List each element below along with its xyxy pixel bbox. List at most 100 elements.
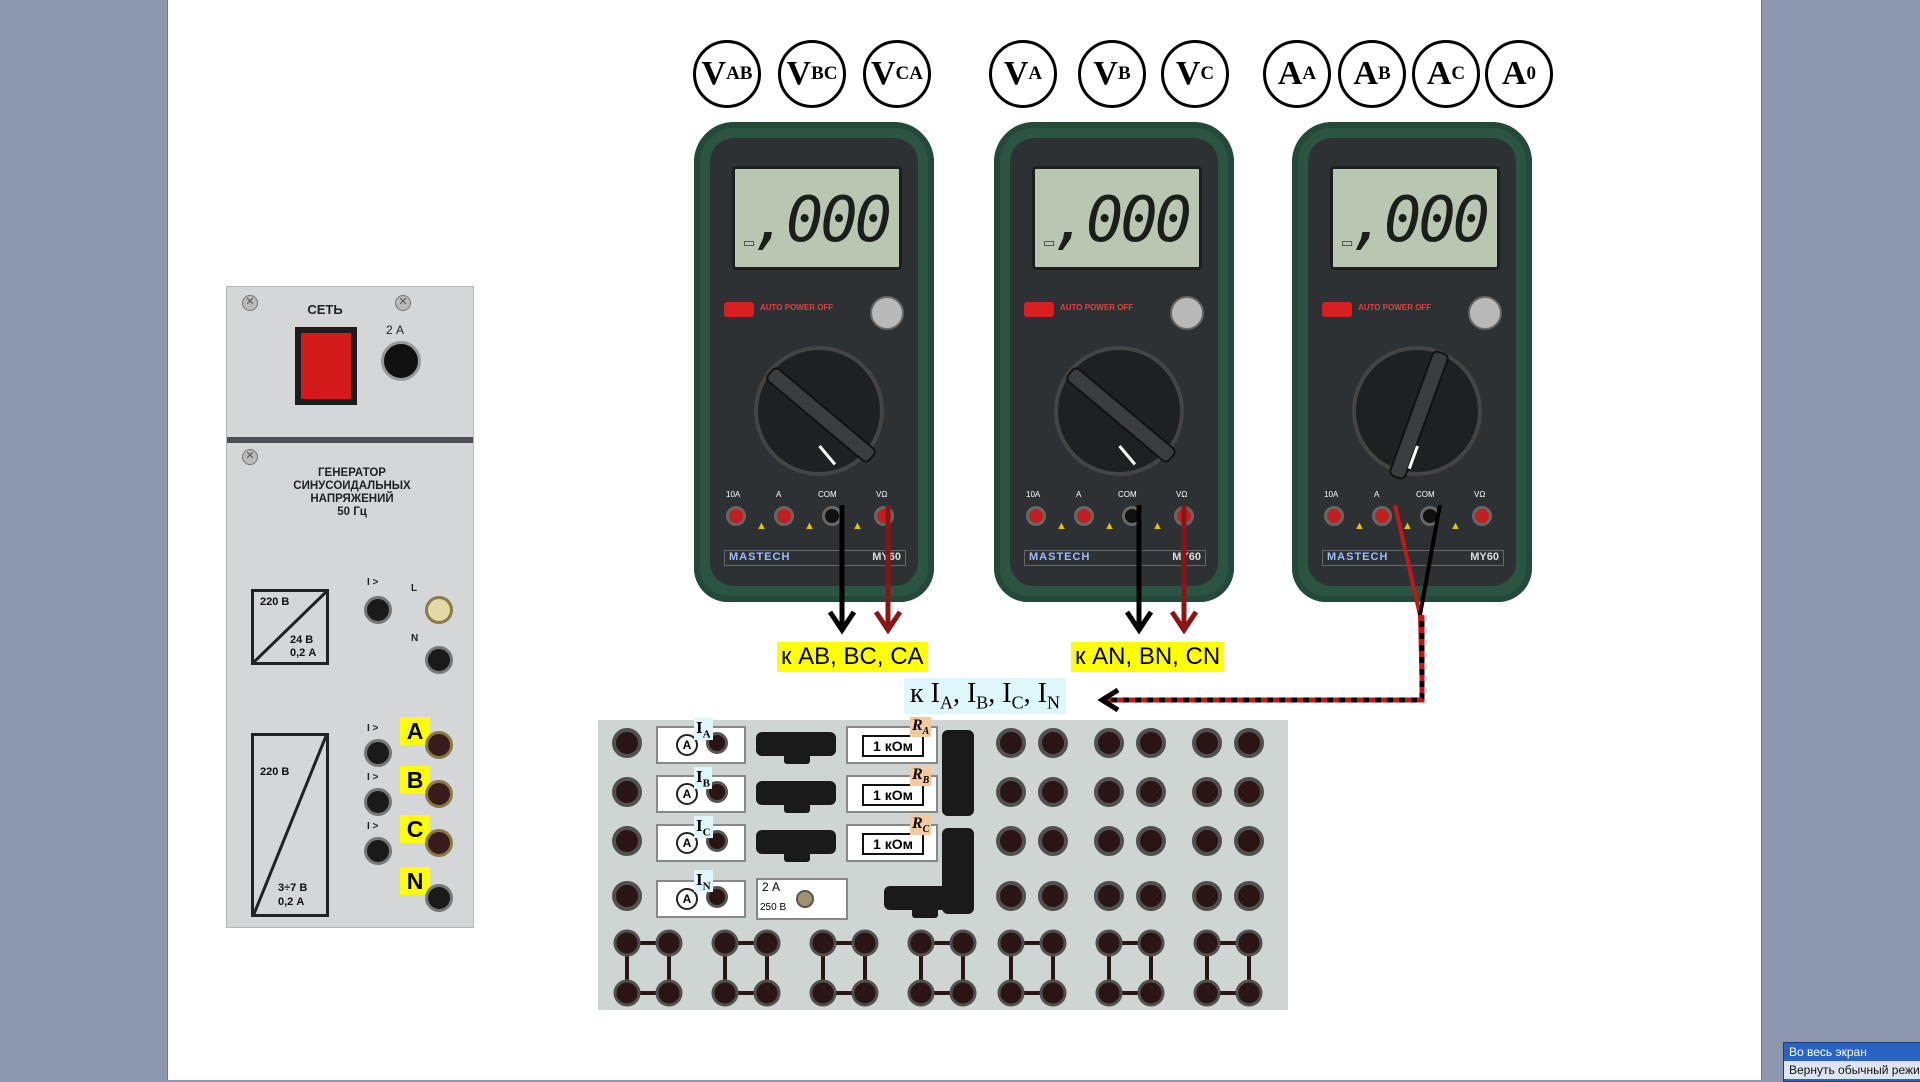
board-socket[interactable] [1192, 826, 1222, 856]
current-label-n: IN [694, 870, 713, 893]
board-socket[interactable] [612, 777, 642, 807]
board-socket[interactable] [1136, 881, 1166, 911]
generator-panel: ✕ ✕ СЕТЬ 2 А ✕ ГЕНЕРАТОР СИНУСОИДАЛЬНЫХ … [226, 286, 474, 928]
current-label-b: IB [694, 767, 712, 790]
power-button[interactable] [724, 302, 754, 317]
board-socket[interactable] [1192, 881, 1222, 911]
board-socket[interactable] [612, 881, 642, 911]
jack-com[interactable] [822, 506, 842, 526]
jack-vohm[interactable] [1174, 506, 1194, 526]
board-socket[interactable] [1192, 777, 1222, 807]
board-socket[interactable] [1094, 777, 1124, 807]
terminal-b[interactable] [425, 780, 453, 808]
board-socket[interactable] [1038, 881, 1068, 911]
jack-com[interactable] [1420, 506, 1440, 526]
board-socket[interactable] [1038, 728, 1068, 758]
fuse-holder[interactable] [381, 341, 421, 381]
lcd-display: ,000▭ [1330, 166, 1500, 270]
power-button[interactable] [1322, 302, 1352, 317]
board-socket[interactable] [1094, 881, 1124, 911]
power-button[interactable] [1024, 302, 1054, 317]
board-socket[interactable] [996, 777, 1026, 807]
star-jumper-top[interactable] [942, 730, 974, 816]
jack-a[interactable] [1372, 506, 1392, 526]
terminal-n-phase[interactable] [425, 884, 453, 912]
label-phase-voltage: к AN, BN, CN [1071, 642, 1225, 672]
view-mode-menu: Во весь экран Вернуть обычный режим [1783, 1042, 1920, 1082]
terminal-a[interactable] [425, 731, 453, 759]
multimeter-phase-voltage[interactable]: ,000▭ AUTO POWER OFF 10A A COM VΩ ▲ ▲ ▲ … [994, 122, 1234, 602]
board-socket[interactable] [996, 826, 1026, 856]
terminal-overload[interactable] [364, 596, 392, 624]
multimeter-line-voltage[interactable]: ,000▭ AUTO POWER OFF 10A A COM VΩ ▲ ▲ ▲ … [694, 122, 934, 602]
resistor-a[interactable]: 1 кОм [846, 726, 938, 764]
battery-icon: ▭ [1341, 235, 1354, 250]
board-socket[interactable] [1234, 777, 1264, 807]
hfe-socket[interactable] [870, 296, 904, 330]
hfe-socket[interactable] [1170, 296, 1204, 330]
terminal-c[interactable] [425, 829, 453, 857]
multimeter-current[interactable]: ,000▭ AUTO POWER OFF 10A A COM VΩ ▲ ▲ ▲ … [1292, 122, 1532, 602]
warning-icon: ▲ [1450, 520, 1461, 532]
board-socket[interactable] [1234, 728, 1264, 758]
restore-menu-item[interactable]: Вернуть обычный режим [1784, 1061, 1920, 1079]
jack-10a[interactable] [726, 506, 746, 526]
terminal-l[interactable] [425, 596, 453, 624]
terminal-overload-a[interactable] [364, 739, 392, 767]
resistor-label-c: RC [910, 815, 932, 836]
lcd-display: ,000▭ [1032, 166, 1202, 270]
board-socket[interactable] [1094, 728, 1124, 758]
jack-vohm[interactable] [1472, 506, 1492, 526]
range-selector-dial[interactable] [1054, 346, 1184, 476]
warning-icon: ▲ [1354, 520, 1365, 532]
star-jumper-bottom[interactable] [942, 828, 974, 914]
jack-10a[interactable] [1026, 506, 1046, 526]
jack-a[interactable] [1074, 506, 1094, 526]
board-socket[interactable] [1192, 728, 1222, 758]
jack-com[interactable] [1122, 506, 1142, 526]
range-selector-dial[interactable] [1352, 346, 1482, 482]
warning-icon: ▲ [1152, 520, 1163, 532]
terminal-overload-b[interactable] [364, 788, 392, 816]
jack-vohm[interactable] [874, 506, 894, 526]
board-socket[interactable] [1136, 728, 1166, 758]
neutral-fuse-module[interactable]: 2 А 250 В [756, 878, 848, 920]
hfe-socket[interactable] [1468, 296, 1502, 330]
range-selector-dial[interactable] [754, 346, 884, 476]
board-socket[interactable] [1136, 826, 1166, 856]
board-socket[interactable] [1038, 777, 1068, 807]
terminal-overload-c[interactable] [364, 837, 392, 865]
screw-icon: ✕ [242, 449, 258, 465]
warning-icon: ▲ [804, 520, 815, 532]
label-currents: к IA, IB, IC, IN [904, 678, 1066, 714]
terminal-n[interactable] [425, 646, 453, 674]
fullscreen-menu-item[interactable]: Во весь экран [1789, 1045, 1867, 1059]
toggle-switch[interactable] [796, 890, 814, 908]
board-socket[interactable] [1234, 881, 1264, 911]
board-socket[interactable] [996, 728, 1026, 758]
board-socket[interactable] [1136, 777, 1166, 807]
warning-icon: ▲ [756, 520, 767, 532]
screw-icon: ✕ [395, 295, 411, 311]
battery-icon: ▭ [743, 235, 756, 250]
jack-10a[interactable] [1324, 506, 1344, 526]
board-socket[interactable] [1234, 826, 1264, 856]
board-socket[interactable] [1038, 826, 1068, 856]
board-socket[interactable] [996, 881, 1026, 911]
board-socket[interactable] [612, 826, 642, 856]
jack-a[interactable] [774, 506, 794, 526]
battery-icon: ▭ [1043, 235, 1056, 250]
board-socket[interactable] [612, 728, 642, 758]
label-line-voltage: к AB, BC, CA [777, 642, 928, 672]
three-phase-generator-symbol: 220 В 3÷7 В 0,2 А [251, 733, 329, 917]
board-socket[interactable] [1094, 826, 1124, 856]
power-switch[interactable] [295, 327, 357, 405]
bottom-socket-grid [613, 929, 1263, 1007]
